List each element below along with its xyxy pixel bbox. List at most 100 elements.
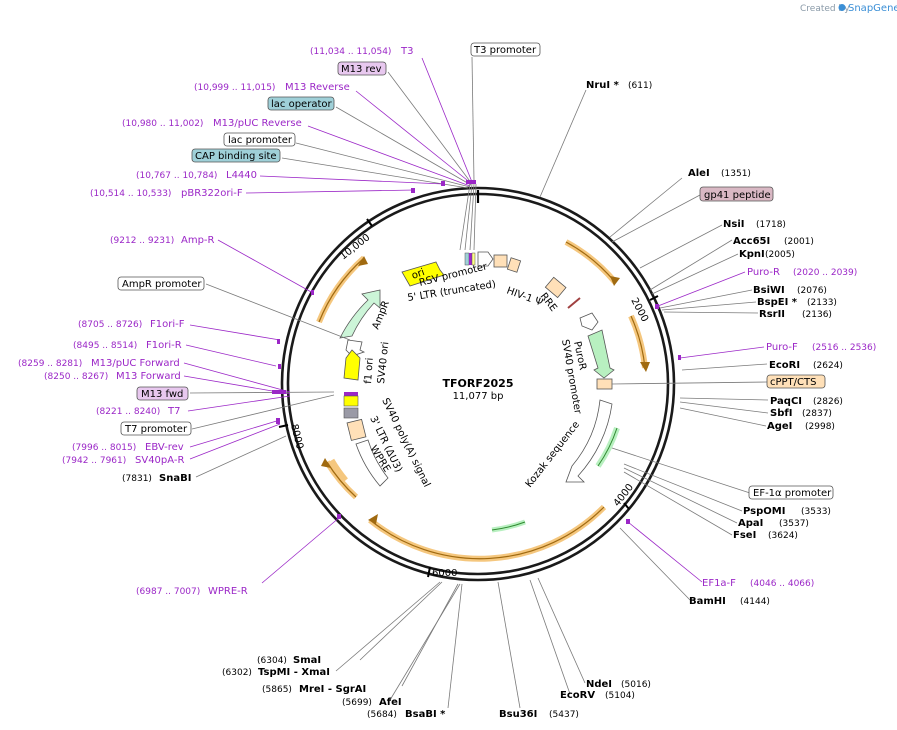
enzyme-label[interactable]: NdeI — [586, 679, 612, 690]
tick-10000 — [366, 218, 373, 227]
ampr-promoter-label: AmpR promoter — [122, 279, 202, 290]
enzyme-pos: (611) — [628, 81, 652, 91]
enzyme-label[interactable]: BsiWI — [753, 285, 785, 296]
enzyme-label[interactable]: NruI * — [586, 80, 620, 91]
lac-promoter-box[interactable] — [223, 132, 296, 147]
primer-pos: (8495 .. 8514) — [73, 341, 137, 351]
enzyme-pos: (5699) — [342, 698, 372, 708]
enzyme-pos: (2133) — [807, 298, 837, 308]
ampr-feature — [339, 289, 381, 339]
enzyme-label[interactable]: BamHI — [689, 596, 726, 607]
enzyme-pos: (5016) — [621, 680, 651, 690]
primer-label[interactable]: EF1a-F — [702, 578, 736, 589]
enzyme-label[interactable]: BsaBI * — [405, 709, 446, 720]
tick-6000 — [427, 566, 431, 578]
enzyme-label[interactable]: EcoRV — [560, 690, 595, 701]
enzyme-label[interactable]: SbfI — [770, 408, 792, 419]
enzyme-label[interactable]: SmaI — [293, 655, 321, 666]
primer-label[interactable]: Amp-R — [181, 235, 215, 246]
enzyme-pos: (2624) — [813, 361, 843, 371]
tick-2000 — [649, 295, 659, 301]
enzyme-pos: (2826) — [813, 397, 843, 407]
primer-label[interactable]: Puro-R — [747, 267, 780, 278]
enzyme-label[interactable]: BspEI * — [757, 297, 798, 308]
primer-pos: (10,999 .. 11,015) — [194, 83, 275, 93]
enzyme-label[interactable]: Bsu36I — [499, 709, 537, 720]
f1-ori-feature — [343, 349, 361, 381]
primer-label[interactable]: M13/pUC Reverse — [213, 118, 302, 129]
gp41-box[interactable] — [699, 186, 774, 202]
enzyme-pos: (2837) — [802, 409, 832, 419]
ampr-promoter-box[interactable] — [117, 276, 205, 291]
enzyme-label[interactable]: EcoRI — [769, 360, 800, 371]
primer-pos: (8221 .. 8240) — [96, 407, 160, 417]
enzyme-label[interactable]: RsrII — [759, 309, 785, 320]
primer-pos: (11,034 .. 11,054) — [310, 47, 391, 57]
enzyme-pos: (1718) — [756, 220, 786, 230]
cap-site-box[interactable] — [191, 148, 281, 163]
primer-label[interactable]: M13/pUC Forward — [91, 358, 180, 369]
ori-feature — [401, 261, 445, 287]
enzyme-label[interactable]: ApaI — [738, 518, 763, 529]
enzyme-label[interactable]: KpnI — [739, 249, 765, 260]
primer-label[interactable]: SV40pA-R — [135, 455, 184, 466]
enzyme-label[interactable]: AgeI — [767, 421, 792, 432]
cap-site-label: CAP binding site — [195, 151, 277, 162]
enzyme-pos: (6304) — [257, 656, 287, 666]
t3-promoter-box[interactable] — [470, 42, 541, 57]
enzyme-label[interactable]: MreI - SgrAI — [299, 684, 366, 695]
cppt-box[interactable] — [766, 374, 826, 389]
credit-prefix: Created by — [800, 4, 850, 14]
enzyme-pos: (4144) — [740, 597, 770, 607]
plasmid-length: 11,077 bp — [453, 391, 504, 402]
enzyme-label[interactable]: Acc65I — [733, 236, 770, 247]
enzyme-pos: (5104) — [605, 691, 635, 701]
primer-pos: (4046 .. 4066) — [750, 579, 814, 589]
primer-label[interactable]: T7 — [167, 406, 180, 417]
enzyme-label[interactable]: AleI — [688, 168, 710, 179]
snapgene-logo-icon — [838, 4, 846, 11]
enzyme-pos: (2998) — [805, 422, 835, 432]
inner-features: ori RSV promoter 5' LTR (truncated) HIV-… — [339, 251, 615, 490]
primer-label[interactable]: F1ori-R — [146, 340, 182, 351]
ef1a-promoter-box[interactable] — [748, 485, 834, 500]
enzyme-pos: (2001) — [784, 237, 814, 247]
enzyme-label[interactable]: TspMI - XmaI — [258, 667, 330, 678]
primer-pos: (10,980 .. 11,002) — [122, 119, 203, 129]
primer-label[interactable]: L4440 — [226, 170, 257, 181]
lac-operator-box[interactable] — [267, 96, 335, 111]
primer-label[interactable]: M13 Reverse — [285, 82, 350, 93]
enzyme-label[interactable]: AfeI — [379, 697, 402, 708]
m13-rev-box[interactable] — [337, 61, 387, 76]
m13-rev-label: M13 rev — [341, 64, 382, 75]
primer-pos: (8259 .. 8281) — [18, 359, 82, 369]
enzyme-pos: (1351) — [721, 169, 751, 179]
primer-label[interactable]: EBV-rev — [145, 442, 184, 453]
ef1a-promoter-label: EF-1α promoter — [753, 488, 832, 499]
enzyme-label[interactable]: PspOMI — [743, 506, 785, 517]
ori-label: ori — [410, 267, 426, 282]
f1-ori-label: f1 ori — [363, 357, 376, 384]
primer-pos: (8250 .. 8267) — [44, 372, 108, 382]
primer-label[interactable]: pBR322ori-F — [181, 188, 243, 199]
primer-pos: (7996 .. 8015) — [72, 443, 136, 453]
enzyme-label[interactable]: SnaBI — [159, 473, 191, 484]
m13-fwd-box[interactable] — [136, 386, 189, 401]
t7-promoter-box[interactable] — [120, 421, 192, 436]
enzyme-pos: (5865) — [262, 685, 292, 695]
primer-label[interactable]: M13 Forward — [116, 371, 181, 382]
enzyme-pos: (5437) — [549, 710, 579, 720]
enzyme-label[interactable]: NsiI — [723, 219, 744, 230]
enzyme-label[interactable]: PaqCI — [770, 396, 802, 407]
enzyme-pos: (5684) — [367, 710, 397, 720]
tick-8000 — [278, 424, 289, 428]
primer-label[interactable]: T3 — [400, 46, 413, 57]
enzyme-pos: (2136) — [802, 310, 832, 320]
plasmid-name: TFORF2025 — [443, 377, 514, 390]
m13-fwd-label: M13 fwd — [141, 389, 183, 400]
primer-label[interactable]: WPRE-R — [208, 586, 248, 597]
enzyme-label[interactable]: FseI — [733, 530, 756, 541]
primer-label[interactable]: F1ori-F — [150, 319, 185, 330]
primer-label[interactable]: Puro-F — [766, 342, 798, 353]
enzyme-pos: (2076) — [797, 286, 827, 296]
